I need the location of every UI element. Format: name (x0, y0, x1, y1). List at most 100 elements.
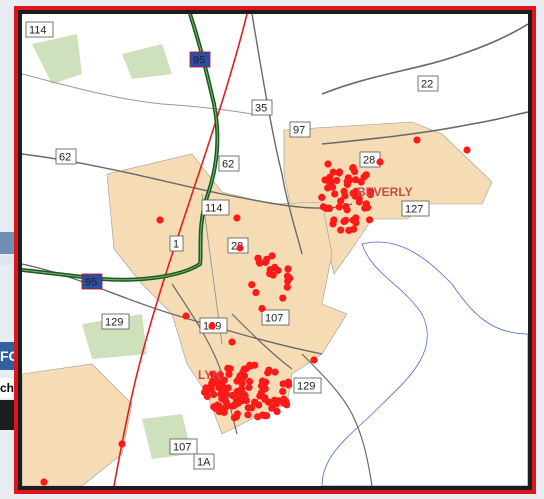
incident-point[interactable] (233, 214, 241, 222)
incident-point[interactable] (355, 198, 363, 206)
incident-point[interactable] (354, 191, 362, 199)
incident-point[interactable] (248, 281, 256, 289)
incident-point[interactable] (236, 244, 244, 252)
incident-point[interactable] (331, 190, 339, 198)
incident-point[interactable] (231, 400, 239, 408)
incident-point[interactable] (342, 203, 350, 211)
incident-point[interactable] (251, 361, 259, 369)
incident-point[interactable] (232, 394, 240, 402)
incident-point[interactable] (463, 146, 471, 154)
incident-point[interactable] (268, 252, 276, 260)
incident-point[interactable] (279, 294, 287, 302)
interstate-shield: 95 (189, 51, 211, 68)
incident-point[interactable] (366, 191, 375, 199)
incident-point[interactable] (361, 204, 369, 212)
incident-point[interactable] (254, 413, 262, 421)
incident-point[interactable] (207, 386, 215, 394)
incident-point[interactable] (352, 176, 360, 184)
incident-point[interactable] (244, 404, 252, 412)
route-shield: 35 (251, 99, 273, 116)
woods-patch (122, 44, 172, 79)
incident-point[interactable] (40, 478, 48, 486)
incident-point[interactable] (232, 413, 240, 421)
incident-point[interactable] (255, 401, 263, 409)
incident-point[interactable] (225, 370, 233, 378)
incident-point[interactable] (330, 216, 338, 224)
incident-point[interactable] (335, 169, 343, 177)
incident-point[interactable] (240, 366, 248, 374)
incident-point[interactable] (337, 226, 345, 234)
incident-point[interactable] (285, 381, 293, 389)
incident-point[interactable] (224, 384, 232, 392)
incident-point[interactable] (202, 384, 210, 392)
route-shield: 62 (55, 148, 77, 165)
map-canvas[interactable]: 1149535229762286211412712895129107129129… (22, 14, 528, 486)
incident-point[interactable] (261, 394, 269, 402)
incident-point[interactable] (329, 168, 337, 176)
incident-point[interactable] (228, 338, 236, 346)
road (171, 283, 238, 435)
incident-point[interactable] (209, 370, 218, 378)
incident-point[interactable] (342, 216, 350, 224)
incident-point[interactable] (333, 176, 341, 185)
incident-point[interactable] (208, 322, 216, 330)
incident-point[interactable] (283, 283, 291, 291)
incident-point[interactable] (280, 395, 288, 403)
incident-point[interactable] (413, 136, 421, 144)
incident-point[interactable] (222, 390, 230, 398)
incident-point[interactable] (273, 407, 281, 416)
incident-point[interactable] (310, 356, 318, 364)
route-shield: 107 (169, 438, 198, 455)
incident-point[interactable] (345, 226, 353, 235)
incident-point[interactable] (240, 390, 248, 398)
incident-point[interactable] (260, 412, 269, 420)
incident-point[interactable] (327, 181, 335, 189)
incident-point[interactable] (376, 158, 384, 166)
incident-point[interactable] (349, 164, 357, 172)
incident-point[interactable] (263, 255, 271, 263)
incident-point[interactable] (324, 160, 332, 168)
incident-point[interactable] (279, 380, 287, 388)
incident-point[interactable] (349, 216, 357, 224)
incident-point[interactable] (212, 404, 220, 413)
incident-point[interactable] (256, 259, 264, 267)
incident-point[interactable] (270, 396, 279, 404)
incident-point[interactable] (271, 368, 279, 376)
incident-point[interactable] (274, 266, 282, 274)
incident-point[interactable] (236, 372, 244, 380)
incident-point[interactable] (245, 383, 253, 391)
incident-point[interactable] (286, 274, 294, 282)
incident-point[interactable] (238, 397, 246, 405)
incident-point[interactable] (209, 377, 217, 385)
incident-point[interactable] (318, 193, 326, 201)
incident-point[interactable] (156, 216, 164, 224)
incident-point[interactable] (360, 173, 368, 181)
incident-point[interactable] (279, 387, 287, 395)
incident-point[interactable] (246, 377, 254, 386)
incident-point[interactable] (182, 312, 190, 320)
route-label: 95 (85, 277, 97, 289)
incident-point[interactable] (258, 304, 266, 313)
incident-point[interactable] (340, 187, 348, 195)
incident-point[interactable] (265, 366, 273, 374)
incident-point[interactable] (284, 265, 292, 273)
incident-point[interactable] (118, 440, 126, 448)
incident-point[interactable] (266, 270, 274, 278)
incident-point[interactable] (257, 382, 266, 390)
incident-point[interactable] (343, 178, 351, 186)
incident-point[interactable] (252, 289, 260, 297)
incident-point[interactable] (337, 197, 345, 205)
incident-point[interactable] (366, 216, 374, 224)
incident-point[interactable] (322, 204, 330, 212)
incident-point[interactable] (203, 392, 211, 400)
incident-point[interactable] (216, 371, 224, 379)
incident-point[interactable] (222, 403, 230, 411)
incident-point[interactable] (321, 176, 329, 184)
map-viewport[interactable]: 1149535229762286211412712895129107129129… (22, 14, 528, 486)
route-label: 107 (173, 442, 191, 454)
incident-point[interactable] (215, 383, 223, 392)
incident-point[interactable] (224, 364, 232, 372)
incident-point[interactable] (335, 203, 343, 211)
incident-point[interactable] (244, 411, 252, 419)
incident-point[interactable] (217, 390, 225, 398)
